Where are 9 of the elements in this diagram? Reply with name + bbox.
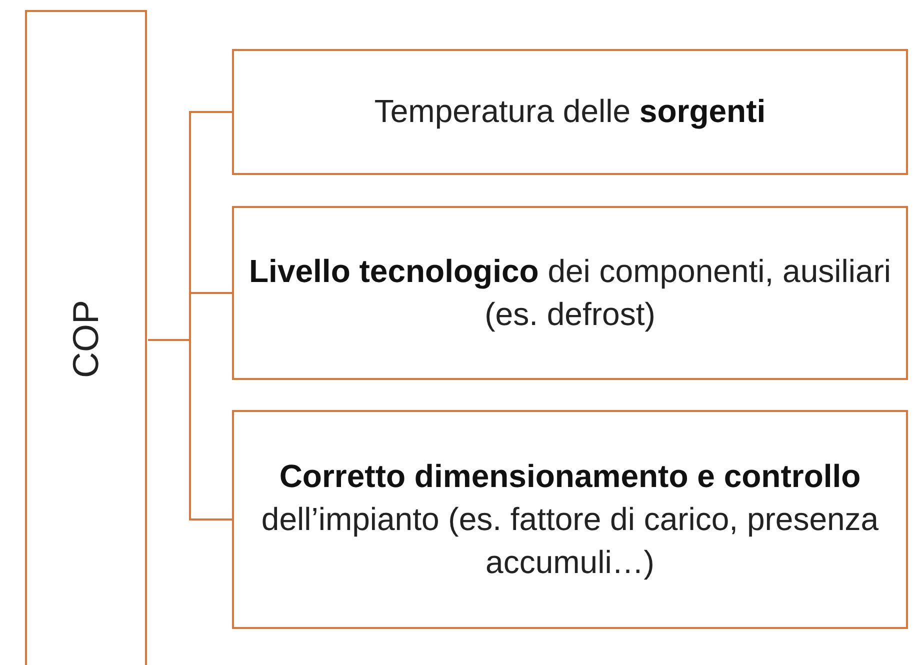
category-box — [25, 10, 147, 665]
factor-text: Temperatura delle sorgenti — [374, 92, 766, 132]
connector-line — [148, 339, 232, 520]
factor-text: Corretto dimensionamento e controllo dell’impianto (es. fattore di carico, presenza accumuli…) — [260, 456, 880, 582]
category-label: COP — [65, 300, 107, 378]
factor-box — [232, 206, 908, 380]
factor-box — [232, 49, 908, 175]
factor-text: Livello tecnologico dei componenti, ausiliari (es. defrost) — [248, 252, 892, 334]
factor-box — [232, 410, 908, 629]
